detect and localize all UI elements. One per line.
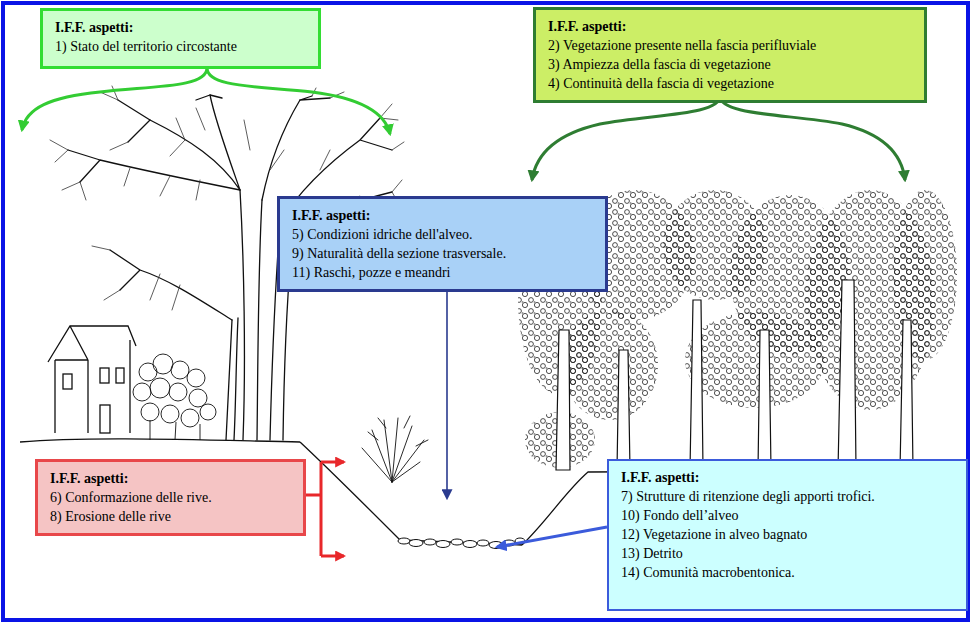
right-trees	[685, 312, 825, 408]
blue-pointer	[497, 527, 607, 547]
box-heading: I.F.F. aspetti:	[292, 206, 595, 225]
red-bracket	[321, 555, 344, 558]
aspect-box: I.F.F. aspetti:1) Stato del territorio c…	[40, 8, 321, 69]
shrubs	[171, 361, 189, 379]
blue-pointer	[446, 289, 448, 498]
riverbed-stones	[436, 541, 450, 548]
left-twigs	[50, 86, 128, 200]
shrubs	[141, 403, 159, 421]
house	[55, 326, 130, 433]
box-heading: I.F.F. aspetti:	[621, 468, 956, 487]
green-bracket	[207, 68, 390, 134]
shrubs	[153, 354, 173, 374]
riverbed-stones	[477, 540, 489, 546]
red-bracket	[306, 462, 321, 556]
right-trunks	[556, 280, 913, 470]
aspect-item: 10) Fondo dell’alveo	[621, 506, 956, 525]
riverbed-stones	[398, 538, 525, 549]
riverbed-stones	[409, 540, 423, 547]
shrubs	[133, 354, 216, 440]
shrubs	[133, 383, 151, 401]
green-bracket	[720, 96, 905, 180]
bank-bush	[362, 418, 424, 482]
aspect-item: 2) Vegetazione presente nella fascia per…	[548, 36, 914, 55]
riverbed-stones	[451, 539, 463, 545]
aspect-item: 6) Conformazione delle rive.	[50, 488, 293, 507]
aspect-box: I.F.F. aspetti:7) Strutture di ritenzion…	[607, 459, 968, 611]
shrubs	[200, 404, 216, 420]
house	[48, 326, 136, 433]
right-trunks	[900, 320, 913, 470]
riverbed-stones	[463, 541, 477, 548]
aspect-item: 3) Ampiezza della fascia di vegetazione	[548, 55, 914, 74]
right-trees	[562, 310, 658, 420]
shrubs	[150, 420, 200, 440]
aspect-item: 5) Condizioni idriche dell'alveo.	[292, 225, 595, 244]
aspect-box: I.F.F. aspetti:6) Conformazione delle ri…	[35, 459, 306, 536]
left-trees	[68, 100, 240, 190]
house	[48, 326, 136, 362]
green-bracket	[22, 68, 390, 134]
green-bracket	[22, 68, 207, 130]
shrubs	[139, 363, 157, 381]
right-trunks	[838, 280, 856, 470]
right-trunks	[556, 330, 570, 470]
right-trunks	[758, 330, 771, 470]
aspect-item: 11) Raschi, pozze e meandri	[292, 263, 595, 282]
ground-lines	[300, 442, 400, 540]
shrubs	[189, 389, 207, 407]
aspect-item: 9) Naturalità della sezione trasversale.	[292, 244, 595, 263]
box-heading: I.F.F. aspetti:	[55, 18, 308, 37]
house	[100, 368, 109, 383]
green-bracket	[532, 96, 905, 180]
house	[63, 374, 72, 389]
house	[116, 368, 124, 383]
ground-lines	[20, 439, 300, 442]
right-trunks	[617, 350, 630, 470]
aspect-item: 4) Continuità della fascia di vegetazion…	[548, 74, 914, 93]
aspect-item: 14) Comunità macrobentonica.	[621, 563, 956, 582]
shrubs	[187, 369, 205, 387]
left-twigs	[124, 120, 284, 310]
aspect-item: 1) Stato del territorio circostante	[55, 37, 308, 56]
blue-pointer	[497, 527, 607, 547]
bank-bush	[362, 416, 428, 482]
riverbed-stones	[424, 539, 436, 545]
aspect-item: 8) Erosione delle rive	[50, 507, 293, 526]
box-heading: I.F.F. aspetti:	[50, 469, 293, 488]
bank-bush	[368, 416, 428, 446]
aspect-item: 12) Vegetazione in alveo bagnato	[621, 525, 956, 544]
shrubs	[169, 383, 187, 401]
aspect-box: I.F.F. aspetti:5) Condizioni idriche del…	[277, 196, 608, 292]
blue-pointer	[446, 289, 448, 498]
box-heading: I.F.F. aspetti:	[548, 17, 914, 36]
shrubs	[161, 405, 179, 423]
red-bracket	[321, 461, 344, 464]
house	[100, 405, 110, 433]
shrubs	[181, 409, 199, 427]
left-trees	[226, 318, 238, 440]
left-trees	[240, 190, 262, 440]
riverbed-stones	[398, 538, 410, 544]
right-trunks	[690, 300, 703, 470]
left-trees	[150, 95, 300, 200]
red-bracket	[306, 462, 344, 556]
left-twigs	[312, 88, 404, 206]
shrubs	[150, 378, 170, 398]
aspect-item: 13) Detrito	[621, 544, 956, 563]
frame-border	[3, 3, 968, 620]
aspect-item: 7) Strutture di ritenzione degli apporti…	[621, 487, 956, 506]
aspect-box: I.F.F. aspetti:2) Vegetazione presente n…	[533, 7, 927, 103]
green-bracket	[532, 96, 720, 180]
